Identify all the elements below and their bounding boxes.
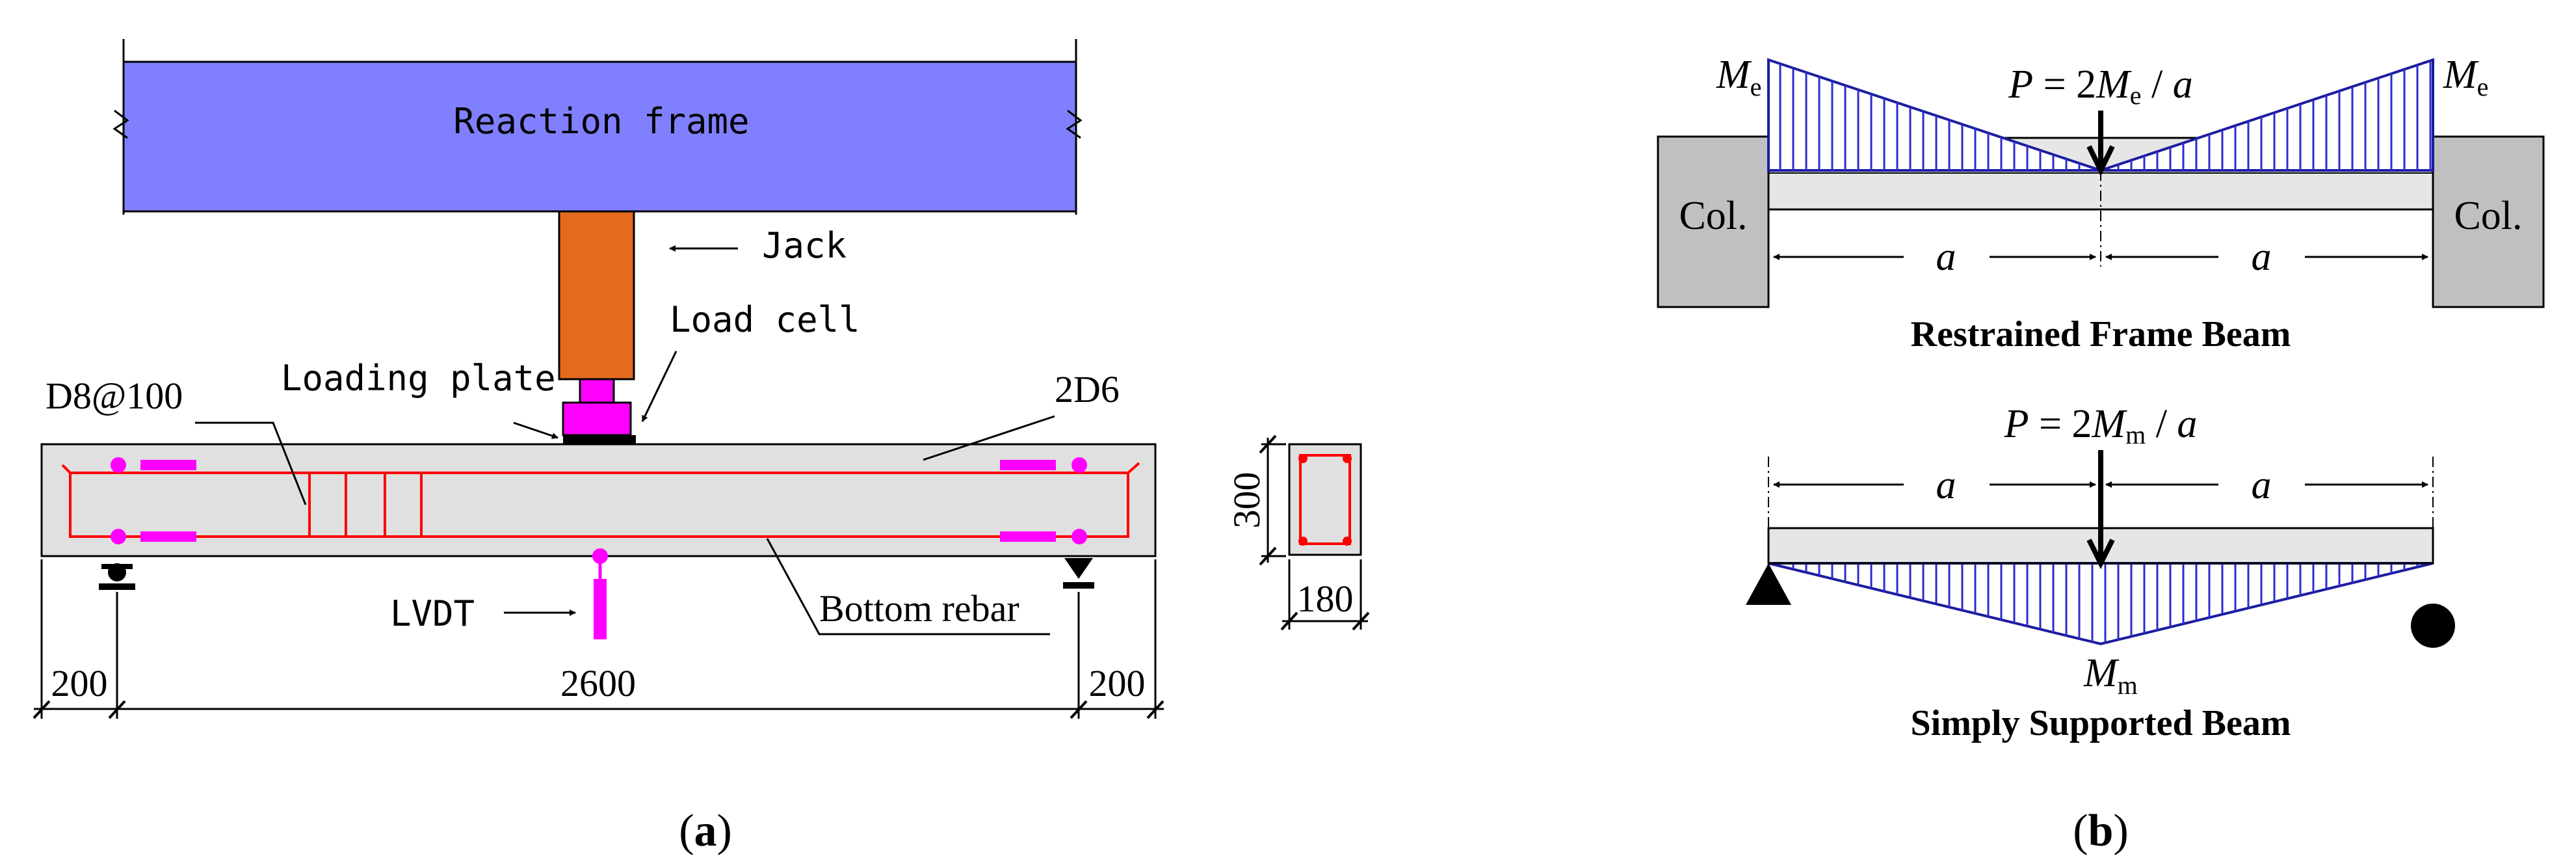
restrained-frame-beam: Col. Col. P = 2Me / a Me Me a a Restrain…	[1657, 53, 2545, 354]
stirrups-leader	[195, 421, 307, 505]
strain-gauge	[140, 531, 196, 542]
dim-left-label: 200	[51, 662, 108, 704]
load-cell-label: Load cell	[670, 299, 860, 340]
panel-b: Col. Col. P = 2Me / a Me Me a a Restrain…	[1657, 53, 2545, 856]
caption-b: (b)	[2073, 806, 2129, 856]
column-right	[2432, 135, 2545, 308]
top-rebar-label: 2D6	[1055, 368, 1120, 410]
column-left	[1657, 135, 1770, 308]
span-right-label-simple: a	[2252, 463, 2272, 507]
gauge-dot	[111, 457, 126, 473]
bottom-rebar	[69, 473, 1129, 538]
bottom-rebar-leader	[766, 538, 1050, 635]
column-left-label: Col.	[1679, 194, 1747, 238]
loading-plate-leader	[513, 421, 559, 439]
strain-gauge	[1000, 531, 1056, 542]
load-label-simple: P = 2Mm / a	[2004, 402, 2198, 449]
section-width-label: 180	[1297, 578, 1354, 620]
pin-support	[1746, 563, 1791, 605]
load-cell	[562, 401, 632, 436]
dim-span-label: 2600	[560, 662, 636, 704]
gauge-dot	[1071, 457, 1087, 473]
strain-gauge	[1000, 460, 1056, 470]
beam	[40, 443, 1157, 557]
load-cell-top	[579, 378, 615, 404]
cross-section: 300 180	[1226, 434, 1370, 631]
lvdt-label: LVDT	[390, 593, 475, 634]
dim-right-label: 200	[1089, 662, 1146, 704]
span-dimensions	[33, 559, 1164, 719]
moment-diagram-left	[1767, 58, 2101, 172]
moment-label-simple: Mm	[2083, 651, 2138, 700]
moment-hatch-restrained	[1779, 60, 2432, 170]
moment-left-label: Me	[1716, 53, 1761, 101]
jack	[558, 210, 635, 380]
roller-support	[2411, 604, 2455, 648]
section-stirrup	[1299, 454, 1351, 545]
lvdt	[594, 579, 607, 639]
simply-supported-beam: P = 2Mm / a a a Mm Simply Supported Beam	[1746, 402, 2455, 743]
moment-hatch-simple	[1779, 563, 2419, 643]
support-right	[1063, 558, 1094, 589]
reaction-frame: Reaction frame	[112, 39, 1083, 215]
gauge-dot	[111, 529, 126, 544]
reaction-frame-label: Reaction frame	[453, 101, 749, 142]
moment-right-label: Me	[2443, 53, 2488, 101]
loading-plate-label: Loading plate	[281, 358, 556, 399]
load-label-restrained: P = 2Me / a	[2008, 62, 2193, 110]
span-left-label-simple: a	[1936, 463, 1956, 507]
restrained-title: Restrained Frame Beam	[1911, 314, 2291, 354]
span-right-label-restrained: a	[2252, 235, 2272, 279]
section-height-label: 300	[1226, 472, 1268, 529]
break-line-left	[112, 109, 129, 139]
panel-a: Reaction frame Jack Load cell Loading pl…	[33, 39, 1370, 856]
top-rebar-leader	[923, 415, 1055, 461]
jack-label: Jack	[762, 225, 847, 266]
strain-gauges	[111, 457, 1087, 544]
moment-diagram-right	[2100, 58, 2434, 172]
top-rebar	[61, 462, 1140, 474]
column-right-label: Col.	[2454, 194, 2522, 238]
moment-diagram-simple	[1768, 562, 2434, 646]
reaction-frame-body	[122, 60, 1077, 213]
caption-a: (a)	[679, 806, 732, 856]
stirrups-label: D8@100	[46, 375, 183, 417]
gauge-dot	[1071, 529, 1087, 544]
strain-gauge	[140, 460, 196, 470]
loading-plate	[563, 435, 636, 444]
support-left	[99, 563, 135, 590]
load-cell-leader	[641, 351, 677, 422]
span-left-label-restrained: a	[1936, 235, 1956, 279]
break-line-right	[1066, 109, 1083, 139]
simple-title: Simply Supported Beam	[1911, 703, 2291, 743]
rebar-cage	[61, 462, 1140, 538]
bottom-rebar-label: Bottom rebar	[819, 587, 1019, 630]
